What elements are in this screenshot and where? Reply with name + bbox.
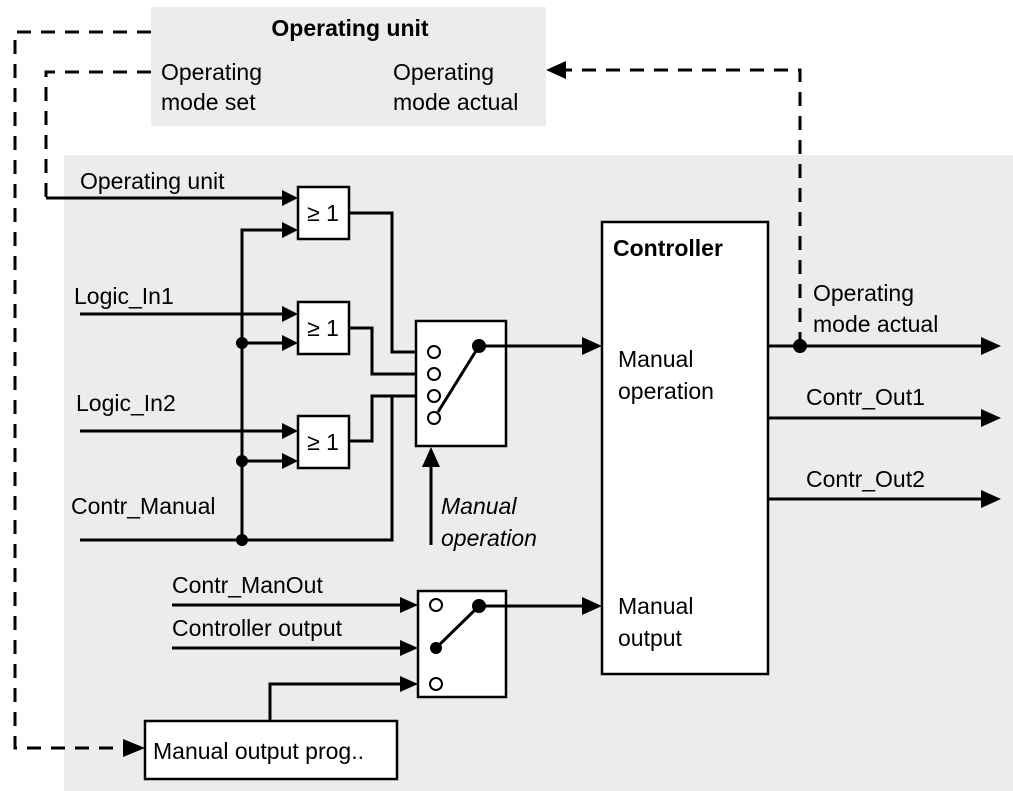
controller-manual-output-line2: output bbox=[618, 625, 683, 651]
controller-panel bbox=[64, 155, 1013, 791]
dashed-line-mode-set-to-or1 bbox=[44, 70, 151, 198]
arrowhead-contr-out2 bbox=[981, 490, 1001, 508]
contr-manual-label: Contr_Manual bbox=[71, 493, 215, 519]
wire-or1-to-selector bbox=[349, 211, 416, 354]
operating-unit-input-label: Operating unit bbox=[80, 168, 225, 194]
controller-title: Controller bbox=[613, 235, 723, 261]
wire-or3-to-selector bbox=[349, 394, 416, 443]
mode-selector-switch bbox=[414, 319, 508, 448]
operating-mode-actual-label-line1: Operating bbox=[393, 59, 494, 85]
operating-mode-actual-label-line2: mode actual bbox=[393, 89, 518, 115]
arrowhead-controller-output bbox=[400, 640, 418, 656]
arrowhead-or3-in2 bbox=[282, 453, 298, 469]
or-gate-2-label: ≥ 1 bbox=[307, 315, 339, 341]
arrowhead-or3-in1 bbox=[282, 423, 298, 439]
arrowhead-controller-manual-output bbox=[582, 597, 602, 615]
selector-pin-3 bbox=[427, 389, 441, 403]
contr-out2-label: Contr_Out2 bbox=[806, 466, 925, 492]
operating-unit-title: Operating unit bbox=[271, 15, 429, 41]
manual-output-prog-block bbox=[143, 719, 399, 781]
operating-mode-set-label-line1: Operating bbox=[161, 59, 262, 85]
or-gate-2 bbox=[296, 300, 351, 356]
or-gate-3-label: ≥ 1 bbox=[307, 429, 339, 455]
logic-in2-label: Logic_In2 bbox=[76, 390, 176, 416]
arrowhead-prog-input bbox=[123, 739, 145, 757]
logic-in1-label: Logic_In1 bbox=[74, 283, 174, 309]
arrowhead-controller-manual-operation bbox=[582, 337, 602, 355]
arrowhead-mode-actual-feedback bbox=[546, 61, 566, 79]
wire-or2-to-selector bbox=[349, 326, 416, 376]
arrowhead-manual-operation bbox=[422, 447, 440, 467]
arrowhead-contr-manout bbox=[400, 597, 418, 613]
output-selector-pin-3 bbox=[429, 677, 443, 691]
junction-contr-manual bbox=[236, 534, 248, 546]
arrowhead-prog-output bbox=[400, 676, 418, 692]
output-mode-actual-label-line2: mode actual bbox=[813, 311, 938, 337]
operating-unit-panel bbox=[151, 7, 546, 126]
contr-manout-label: Contr_ManOut bbox=[172, 572, 323, 598]
output-mode-actual-label-line1: Operating bbox=[813, 280, 914, 306]
arrowhead-or2-in1 bbox=[282, 306, 298, 322]
output-selector-lever bbox=[434, 604, 481, 650]
dashed-line-mode-actual-feedback bbox=[566, 68, 802, 346]
manual-operation-label-line1: Manual bbox=[441, 493, 517, 519]
arrowhead-or1-in2 bbox=[282, 222, 298, 238]
controller-block bbox=[600, 220, 770, 676]
controller-manual-operation-line1: Manual bbox=[618, 346, 693, 372]
controller-manual-output-line1: Manual bbox=[618, 593, 693, 619]
manual-output-prog-label: Manual output prog.. bbox=[153, 738, 364, 764]
contr-manual-bus bbox=[240, 228, 284, 540]
arrowhead-or2-in2 bbox=[282, 335, 298, 351]
arrowhead-or1-in1 bbox=[282, 190, 298, 206]
arrowhead-contr-out1 bbox=[981, 409, 1001, 427]
selector-pin-4 bbox=[427, 411, 441, 425]
arrowhead-out-mode-actual bbox=[981, 337, 1001, 355]
or-gate-1-label: ≥ 1 bbox=[307, 200, 339, 226]
manual-operation-label-line2: operation bbox=[441, 525, 537, 551]
junction-mode-actual bbox=[793, 339, 807, 353]
dashed-line-operating-unit-to-prog bbox=[13, 30, 151, 750]
contr-out1-label: Contr_Out1 bbox=[806, 384, 925, 410]
selector-pin-2 bbox=[427, 367, 441, 381]
controller-manual-operation-line2: operation bbox=[618, 378, 714, 404]
controller-output-label: Controller output bbox=[172, 615, 343, 641]
selector-pin-1 bbox=[427, 345, 441, 359]
operating-mode-set-label-line2: mode set bbox=[161, 89, 256, 115]
output-selector-pin-1 bbox=[429, 598, 443, 612]
selector-lever bbox=[436, 345, 481, 413]
or-gate-3 bbox=[296, 414, 351, 470]
junction-or3 bbox=[236, 455, 248, 467]
junction-or2 bbox=[236, 337, 248, 349]
wire-prog-to-selector bbox=[268, 682, 402, 721]
